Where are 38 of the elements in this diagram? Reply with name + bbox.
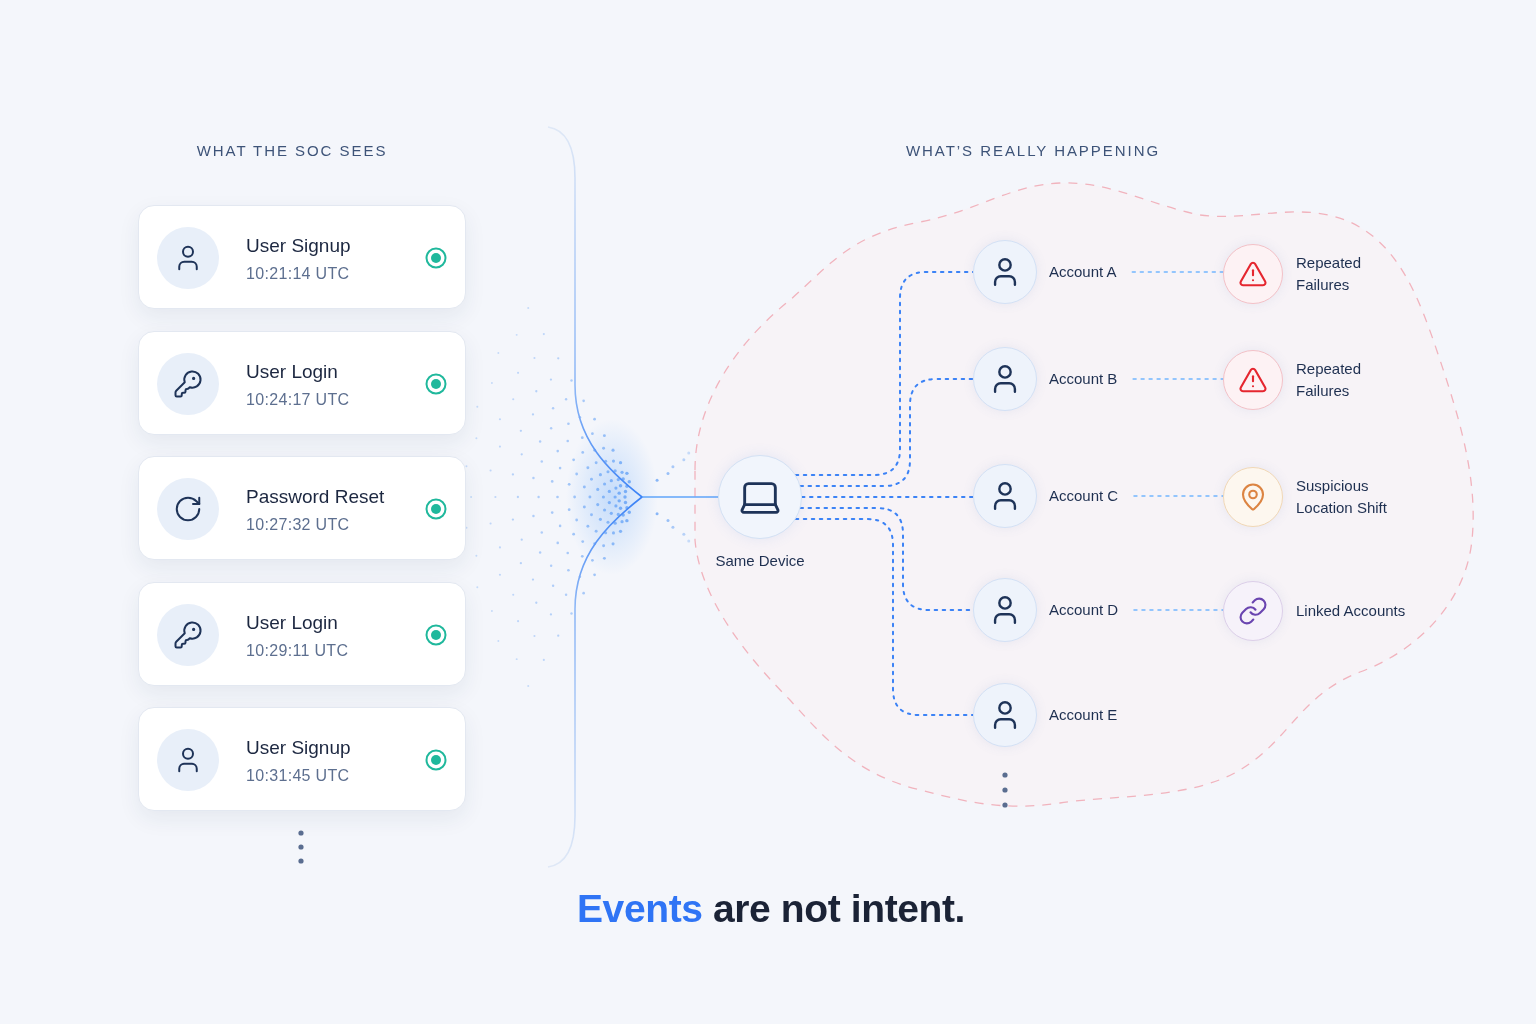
connector-line	[642, 496, 719, 498]
event-card	[138, 707, 466, 811]
event-time: 10:21:14 UTC	[246, 264, 351, 284]
dotted-connector	[1133, 609, 1224, 611]
event-title: User Login	[246, 611, 339, 635]
signal-label: Suspicious Location Shift	[1296, 476, 1388, 518]
dotted-connector	[799, 378, 974, 487]
event-time: 10:27:32 UTC	[246, 515, 351, 535]
section-heading: WHAT’S REALLY HAPPENING	[905, 141, 1161, 161]
event-card	[138, 205, 466, 309]
signal-label: Repeated Failures	[1296, 359, 1363, 401]
account-label: Account E	[1049, 705, 1118, 725]
signal-label: Repeated Failures	[1296, 253, 1363, 295]
event-title: User Signup	[246, 736, 351, 760]
dotted-connector	[801, 496, 974, 498]
account-label: Account B	[1049, 369, 1118, 389]
dotted-connector	[1131, 271, 1224, 273]
dotted-connector	[794, 271, 974, 476]
tagline: Events are not intent.	[577, 886, 965, 932]
dotted-connector	[1133, 495, 1224, 497]
funnel-bracket	[546, 126, 643, 868]
event-card	[138, 331, 466, 435]
event-title: Password Reset	[246, 485, 385, 509]
section-heading: WHAT THE SOC SEES	[196, 141, 388, 161]
dotted-connector	[1132, 378, 1224, 380]
signal-label: Linked Accounts	[1296, 601, 1407, 621]
event-card	[138, 582, 466, 686]
event-title: User Login	[246, 360, 339, 384]
account-label: Account C	[1049, 486, 1119, 506]
account-label: Account D	[1049, 600, 1119, 620]
event-time: 10:29:11 UTC	[246, 641, 349, 661]
event-time: 10:31:45 UTC	[246, 766, 351, 786]
event-time: 10:24:17 UTC	[246, 390, 350, 410]
event-card	[138, 456, 466, 560]
account-label: Account A	[1049, 262, 1117, 282]
event-title: User Signup	[246, 234, 351, 258]
device-label: Same Device	[715, 551, 805, 571]
dotted-connector	[794, 518, 974, 716]
